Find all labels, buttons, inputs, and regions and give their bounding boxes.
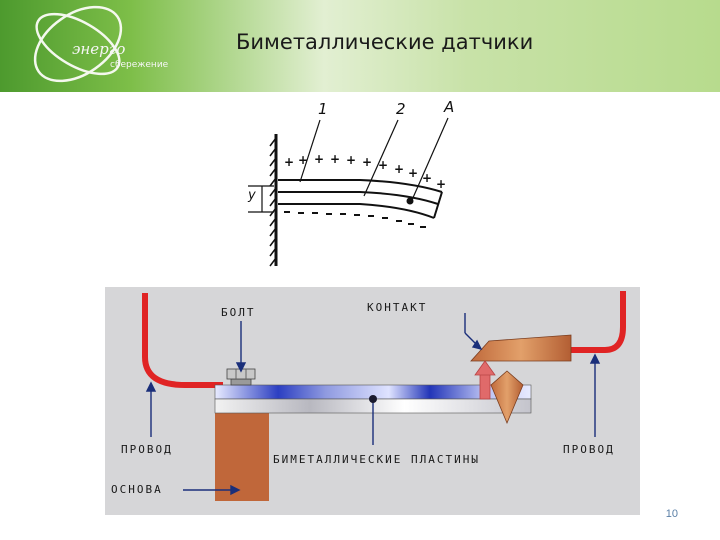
logo-subtitle: сбережение bbox=[110, 60, 169, 70]
label-contact: КОНТАКТ bbox=[367, 301, 428, 314]
svg-text:+: + bbox=[330, 152, 340, 166]
bimetal-strip-figure: + + + + + + + + + + + 1 2 A y bbox=[240, 96, 470, 271]
movement-arrow bbox=[474, 360, 496, 400]
svg-text:+: + bbox=[394, 162, 404, 176]
point-a-marker bbox=[406, 197, 414, 205]
label-bolt: БОЛТ bbox=[221, 306, 256, 319]
left-wire bbox=[142, 293, 223, 388]
logo bbox=[33, 5, 123, 83]
wall-hatching bbox=[269, 137, 277, 267]
svg-text:+: + bbox=[422, 171, 432, 185]
label-a: A bbox=[444, 98, 455, 116]
leader-lines bbox=[299, 117, 449, 201]
y-dimension bbox=[248, 185, 274, 213]
bolt-shape bbox=[226, 368, 256, 386]
page-number: 10 bbox=[665, 508, 678, 520]
strip-top-edge bbox=[278, 179, 443, 193]
negative-charges bbox=[284, 211, 426, 228]
base-block bbox=[215, 413, 269, 501]
right-wire bbox=[571, 291, 626, 353]
label-plates: БИМЕТАЛЛИЧЕСКИЕ ПЛАСТИНЫ bbox=[273, 453, 480, 466]
page-title: Биметаллические датчики bbox=[236, 30, 534, 54]
label-1: 1 bbox=[318, 100, 328, 118]
header-banner bbox=[0, 0, 720, 92]
pointer-arrows bbox=[145, 313, 601, 496]
lower-contact bbox=[490, 370, 524, 425]
svg-text:+: + bbox=[408, 166, 418, 180]
svg-text:+: + bbox=[378, 158, 388, 172]
svg-text:+: + bbox=[436, 177, 446, 191]
label-wire-right: ПРОВОД bbox=[563, 443, 615, 456]
svg-text:+: + bbox=[314, 152, 324, 166]
positive-charges: + + + + + + + + + + + bbox=[284, 152, 446, 191]
label-wire-left: ПРОВОД bbox=[121, 443, 173, 456]
svg-text:+: + bbox=[362, 155, 372, 169]
svg-text:+: + bbox=[284, 155, 294, 169]
strip-bottom-edge bbox=[278, 203, 435, 219]
label-y: y bbox=[248, 188, 256, 203]
bimetal-switch-figure: БОЛТ КОНТАКТ ПРОВОД ПРОВОД ОСНОВА БИМЕТА… bbox=[105, 287, 640, 515]
strip-middle-edge bbox=[278, 191, 439, 205]
svg-text:+: + bbox=[346, 153, 356, 167]
svg-text:+: + bbox=[298, 153, 308, 167]
logo-word: энерго bbox=[72, 40, 126, 58]
upper-contact bbox=[470, 334, 572, 362]
label-2: 2 bbox=[396, 100, 406, 118]
label-base: ОСНОВА bbox=[111, 483, 163, 496]
junction-dot bbox=[369, 395, 377, 403]
